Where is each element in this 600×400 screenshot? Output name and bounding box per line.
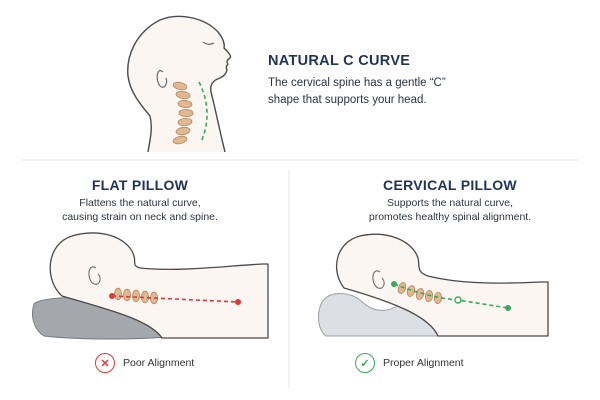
proper-alignment-label: Proper Alignment bbox=[383, 357, 464, 369]
alignment-point bbox=[505, 305, 511, 311]
flat-pillow-description: Flattens the natural curve, causing stra… bbox=[0, 196, 280, 224]
natural-curve-description: The cervical spine has a gentle “C” shap… bbox=[268, 75, 458, 109]
cervical-pillow-title: CERVICAL PILLOW bbox=[300, 177, 600, 193]
alignment-point bbox=[109, 293, 115, 299]
cervical-pillow-description-line: Supports the natural curve, bbox=[300, 196, 600, 210]
natural-curve-title: NATURAL C CURVE bbox=[268, 53, 410, 69]
vertebra bbox=[123, 289, 130, 301]
alignment-point bbox=[235, 299, 241, 305]
cervical-pillow-illustration bbox=[319, 234, 548, 336]
flat-pillow-description-line: causing strain on neck and spine. bbox=[0, 210, 280, 224]
flat-pillow-description-line: Flattens the natural curve, bbox=[0, 196, 280, 210]
proper-alignment-status: ✓ Proper Alignment bbox=[355, 352, 464, 374]
alignment-point bbox=[455, 297, 461, 303]
x-icon: ✕ bbox=[95, 353, 115, 373]
natural-curve-illustration bbox=[128, 16, 231, 152]
flat-pillow-title: FLAT PILLOW bbox=[0, 177, 280, 193]
cervical-pillow-description: Supports the natural curve, promotes hea… bbox=[300, 196, 600, 224]
poor-alignment-status: ✕ Poor Alignment bbox=[95, 352, 194, 374]
poor-alignment-label: Poor Alignment bbox=[123, 357, 194, 369]
flat-pillow-illustration bbox=[32, 233, 268, 339]
vertebra bbox=[114, 288, 121, 300]
vertebra bbox=[132, 290, 139, 302]
check-icon: ✓ bbox=[355, 353, 375, 373]
alignment-point bbox=[391, 281, 397, 287]
cervical-pillow-description-line: promotes healthy spinal alignment. bbox=[300, 210, 600, 224]
vertebra bbox=[179, 109, 193, 117]
